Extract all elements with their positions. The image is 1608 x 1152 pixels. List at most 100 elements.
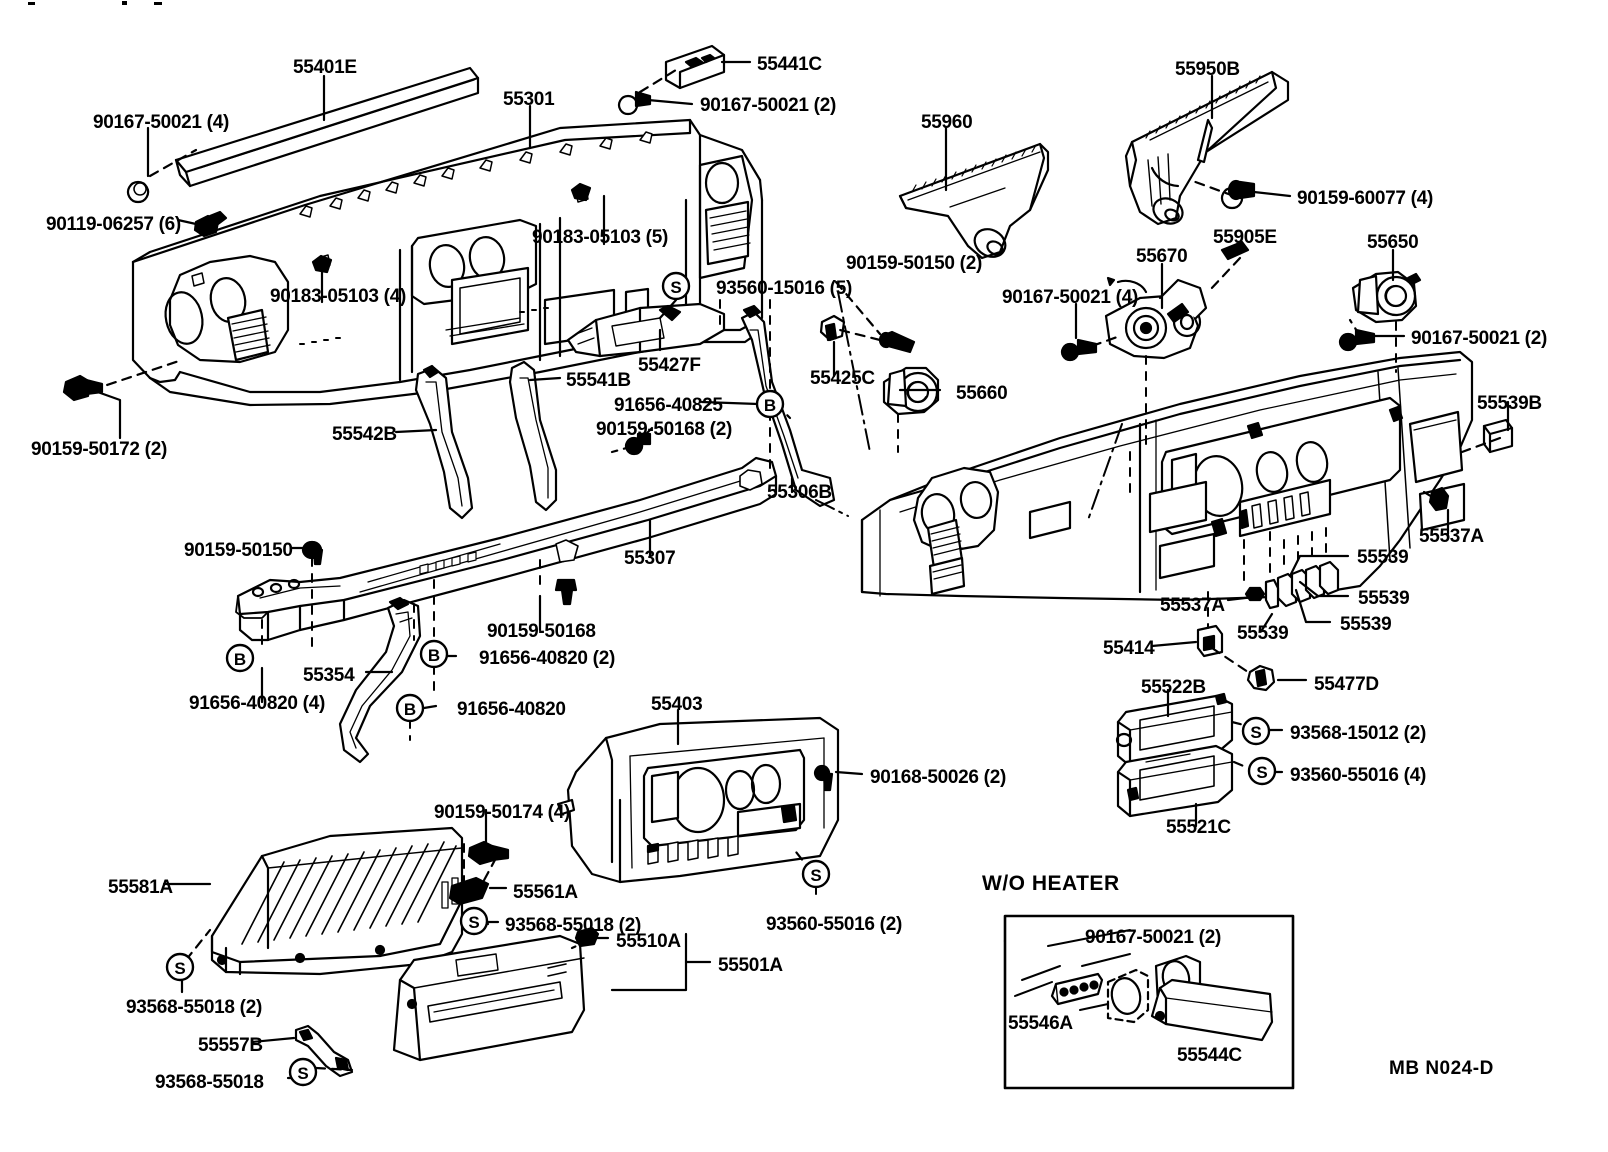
part-number-label: 93568-55018 [155,1072,264,1093]
part-number-label: 91656-40820 (4) [189,693,325,714]
part-number-label: 93560-15016 (5) [716,278,852,299]
part-number-label: 55539 [1358,588,1410,609]
part-number-label: 55650 [1367,232,1419,253]
part-number-label: 93568-15012 (2) [1290,723,1426,744]
phantom-lines [815,291,1123,521]
part-number-label: 55542B [332,424,397,445]
part-number-label: 90159-50150 (2) [846,253,982,274]
part-number-label: 91656-40820 (2) [479,648,615,669]
part-number-label: 55301 [503,89,555,110]
svg-text:S: S [810,866,821,885]
scan-artifact [28,2,35,5]
part-number-label: 55960 [921,112,973,133]
part-55401E-shape [174,66,480,188]
svg-text:B: B [404,700,416,719]
part-number-label: 90183-05103 (4) [270,286,406,307]
part-number-label: 90167-50021 (4) [1002,287,1138,308]
part-number-label: 55557B [198,1035,263,1056]
svg-text:S: S [468,913,479,932]
part-right-panel-shape [860,350,1474,602]
part-number-label: 55403 [651,694,703,715]
part-number-label: 90167-50021 (4) [93,112,229,133]
locator-lines [179,275,1397,1079]
svg-text:S: S [297,1064,308,1083]
part-55403-shape [556,716,840,884]
part-number-label: 90167-50021 (2) [700,95,836,116]
part-55670-shape [1104,276,1208,360]
part-55542B-shape [414,364,474,520]
svg-text:S: S [1256,763,1267,782]
part-55414-clip [1196,624,1224,658]
part-55441C-shape [664,44,726,90]
part-number-label: 91656-40825 [614,395,723,416]
scan-artifact [122,1,127,5]
part-number-label: 55354 [303,665,355,686]
part-number-label: 55539 [1340,614,1392,635]
part-number-label: 55537A [1419,526,1484,547]
svg-text:B: B [764,396,776,415]
part-55650-shape [1351,270,1422,324]
part-55581A-shape [210,826,464,976]
circled-markers [165,271,1277,1087]
part-55521C-shape [1116,744,1234,818]
part-55301-shape [131,118,764,407]
part-number-label: 55537A [1160,595,1225,616]
part-number-label: 55539 [1357,547,1409,568]
part-number-label: 55950B [1175,59,1240,80]
part-number-label: 55581A [108,877,173,898]
leader-lines [90,60,1510,1080]
part-number-label: 55510A [616,931,681,952]
part-number-label: 55539 [1237,623,1289,644]
part-number-label: 55905E [1213,227,1277,248]
part-number-label: 90119-06257 (6) [46,214,181,235]
part-55501A-shape [392,934,586,1062]
part-number-label: 55546A [1008,1013,1073,1034]
part-55477D-grommet [1246,664,1276,692]
part-number-label: 55539B [1477,393,1542,414]
leader-lines-dashed [90,68,1502,1072]
part-55541B-shape [508,360,558,512]
part-number-label: 90159-50168 [487,621,596,642]
part-55510A-clip [574,926,600,948]
part-number-label: 55441C [757,54,822,75]
part-number-label: 55660 [956,383,1008,404]
part-55307-shape [235,456,778,642]
part-number-label: 90159-60077 (4) [1297,188,1433,209]
circled-marker-glyphs: S B B B B S S S S S S [174,278,1267,1083]
part-number-label: 55401E [293,57,357,78]
part-number-label: 90168-50026 (2) [870,767,1006,788]
part-number-label: 55414 [1103,638,1155,659]
part-number-label: 93568-55018 (2) [126,997,262,1018]
part-number-label: 55427F [638,355,701,376]
part-number-label: 55544C [1177,1045,1242,1066]
part-number-label: 55670 [1136,246,1188,267]
part-number-label: 93560-55016 (2) [766,914,902,935]
part-number-label: 93560-55016 (4) [1290,765,1426,786]
part-number-label: 55501A [718,955,783,976]
part-number-label: 90159-50172 (2) [31,439,167,460]
svg-text:B: B [428,646,440,665]
part-number-label: 90159-50174 (4) [434,802,570,823]
part-number-label: 93568-55018 (2) [505,915,641,936]
svg-text:S: S [174,959,185,978]
part-55905E-shape [1220,240,1250,261]
part-55427F-shape [566,302,726,358]
part-55960-shape [898,142,1050,260]
scan-artifact [154,2,162,5]
svg-text:S: S [1250,723,1261,742]
svg-text:S: S [670,278,681,297]
fastener-icons [62,90,1376,952]
part-number-label: 90167-50021 (2) [1411,328,1547,349]
inset-title-wo-heater: W/O HEATER [982,872,1120,895]
part-55354-shape [338,596,422,764]
sheet-code: MB N024-D [1389,1058,1494,1079]
part-number-label: 55541B [566,370,631,391]
part-number-label: 55521C [1166,817,1231,838]
part-55950B-shape [1124,70,1290,226]
part-number-label: 55477D [1314,674,1379,695]
part-number-label: 55522B [1141,677,1206,698]
part-number-label: 90183-05103 (5) [532,227,668,248]
part-55557B-shape [294,1024,354,1078]
